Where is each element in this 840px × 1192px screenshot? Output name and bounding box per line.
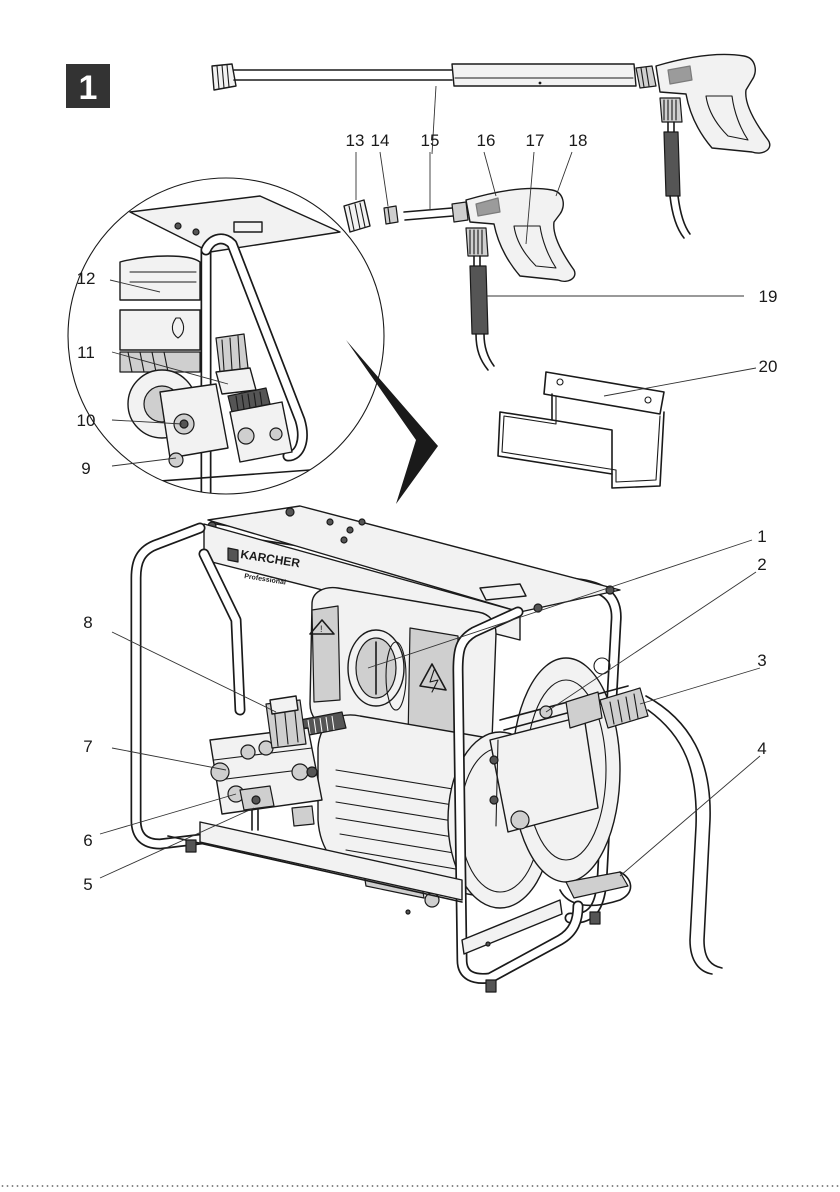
- figure-number-badge: 1: [66, 64, 110, 108]
- callout-17: 17: [526, 131, 545, 150]
- zoom-pointer: [346, 340, 438, 504]
- leader-18: [556, 152, 572, 196]
- leader-7: [112, 748, 226, 770]
- callout-1: 1: [757, 527, 766, 546]
- callout-10: 10: [77, 411, 96, 430]
- callout-2: 2: [757, 555, 766, 574]
- callout-12: 12: [77, 269, 96, 288]
- callout-13: 13: [346, 131, 365, 150]
- callout-5: 5: [83, 875, 92, 894]
- callout-15: 15: [421, 131, 440, 150]
- callout-11: 11: [77, 343, 95, 362]
- leader-9: [112, 458, 176, 466]
- callout-20: 20: [759, 357, 778, 376]
- pump-detail-circle: [68, 178, 384, 500]
- hose-spring-guard: [470, 266, 488, 334]
- nozzle: [384, 206, 398, 224]
- callout-16: 16: [477, 131, 496, 150]
- callout-6: 6: [83, 831, 92, 850]
- leader-20: [604, 368, 756, 396]
- page-bottom-dotted-line: [0, 1184, 840, 1188]
- svg-text:!: !: [320, 624, 323, 634]
- leader-4: [620, 756, 760, 876]
- figure-number: 1: [79, 69, 98, 107]
- callout-9: 9: [81, 459, 90, 478]
- leader-14: [380, 152, 388, 206]
- callout-8: 8: [83, 613, 92, 632]
- callout-14: 14: [371, 131, 390, 150]
- callout-4: 4: [757, 739, 766, 758]
- callout-3: 3: [757, 651, 766, 670]
- callout-18: 18: [569, 131, 588, 150]
- callout-7: 7: [83, 737, 92, 756]
- leader-3: [640, 668, 760, 704]
- callout-19: 19: [759, 287, 778, 306]
- short-lance-kit: [344, 188, 575, 370]
- leader-16: [484, 152, 496, 196]
